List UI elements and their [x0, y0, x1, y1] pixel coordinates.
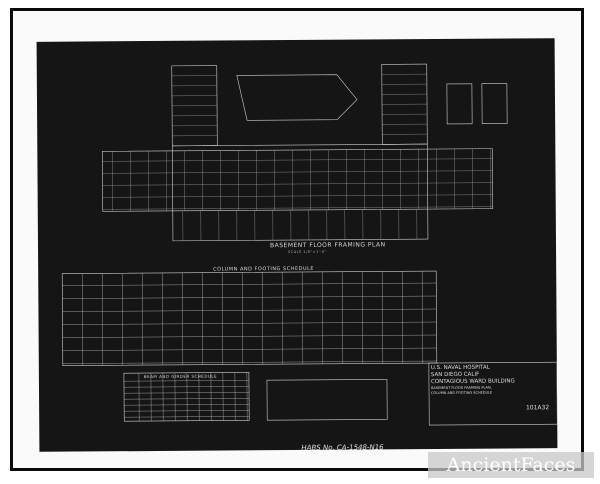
drawing-line	[201, 272, 204, 365]
drawing-line	[124, 404, 250, 406]
drawing-line	[301, 271, 304, 364]
drawing-line	[181, 272, 184, 365]
drawing-line	[81, 273, 84, 366]
drawing-line	[161, 272, 164, 365]
schedule-title: COLUMN AND FOOTING SCHEDULE	[213, 265, 315, 273]
drawing-line	[381, 271, 384, 364]
drawing-line	[221, 272, 224, 365]
drawing-line	[261, 272, 264, 365]
drawing-line	[62, 360, 437, 364]
drawing-line	[341, 271, 344, 364]
drawing-line	[62, 282, 437, 286]
beam-schedule-title: BEAM AND GIRDER SCHEDULE	[143, 373, 218, 380]
drawing-line	[124, 410, 250, 412]
drawing-line	[102, 206, 493, 210]
habs-number: HABS No. CA-1548-N16	[301, 443, 384, 452]
drawing-line	[124, 398, 250, 400]
watermark-logo: AncientFaces	[428, 452, 594, 478]
drawing-line	[102, 158, 493, 162]
drawing-line	[62, 321, 437, 325]
plan-scale: SCALE 1/8"=1'-0"	[288, 249, 327, 255]
drawing-line	[241, 272, 244, 365]
title-block: U.S. NAVAL HOSPITAL SAN DIEGO CALIF CONT…	[431, 364, 555, 412]
drawing-line	[62, 334, 437, 338]
drawing-line	[123, 380, 249, 382]
drawing-line	[124, 392, 250, 394]
drawing-line	[401, 271, 404, 364]
plan-title: BASEMENT FLOOR FRAMING PLAN	[269, 241, 386, 250]
drawing-line	[62, 347, 437, 351]
blueprint-sheet: BASEMENT FLOOR FRAMING PLAN SCALE 1/8"=1…	[36, 38, 558, 452]
drawing-line	[102, 182, 493, 186]
drawing-line	[124, 416, 250, 418]
drawing-line	[62, 308, 437, 312]
drawing-number: 101A32	[525, 404, 550, 412]
drawing-line	[102, 194, 493, 198]
title-line-5: COLUMN AND FOOTING SCHEDULE	[431, 390, 493, 396]
floor-plan-drawing	[61, 63, 558, 426]
drawing-line	[101, 273, 104, 366]
drawing-line	[62, 295, 437, 299]
drawing-line	[141, 273, 144, 366]
drawing-line	[321, 271, 324, 364]
drawing-line	[281, 272, 284, 365]
drawing-line	[421, 271, 424, 364]
drawing-line	[361, 271, 364, 364]
drawing-line	[123, 386, 249, 388]
drawing-line	[102, 170, 493, 174]
drawing-line	[121, 273, 124, 366]
